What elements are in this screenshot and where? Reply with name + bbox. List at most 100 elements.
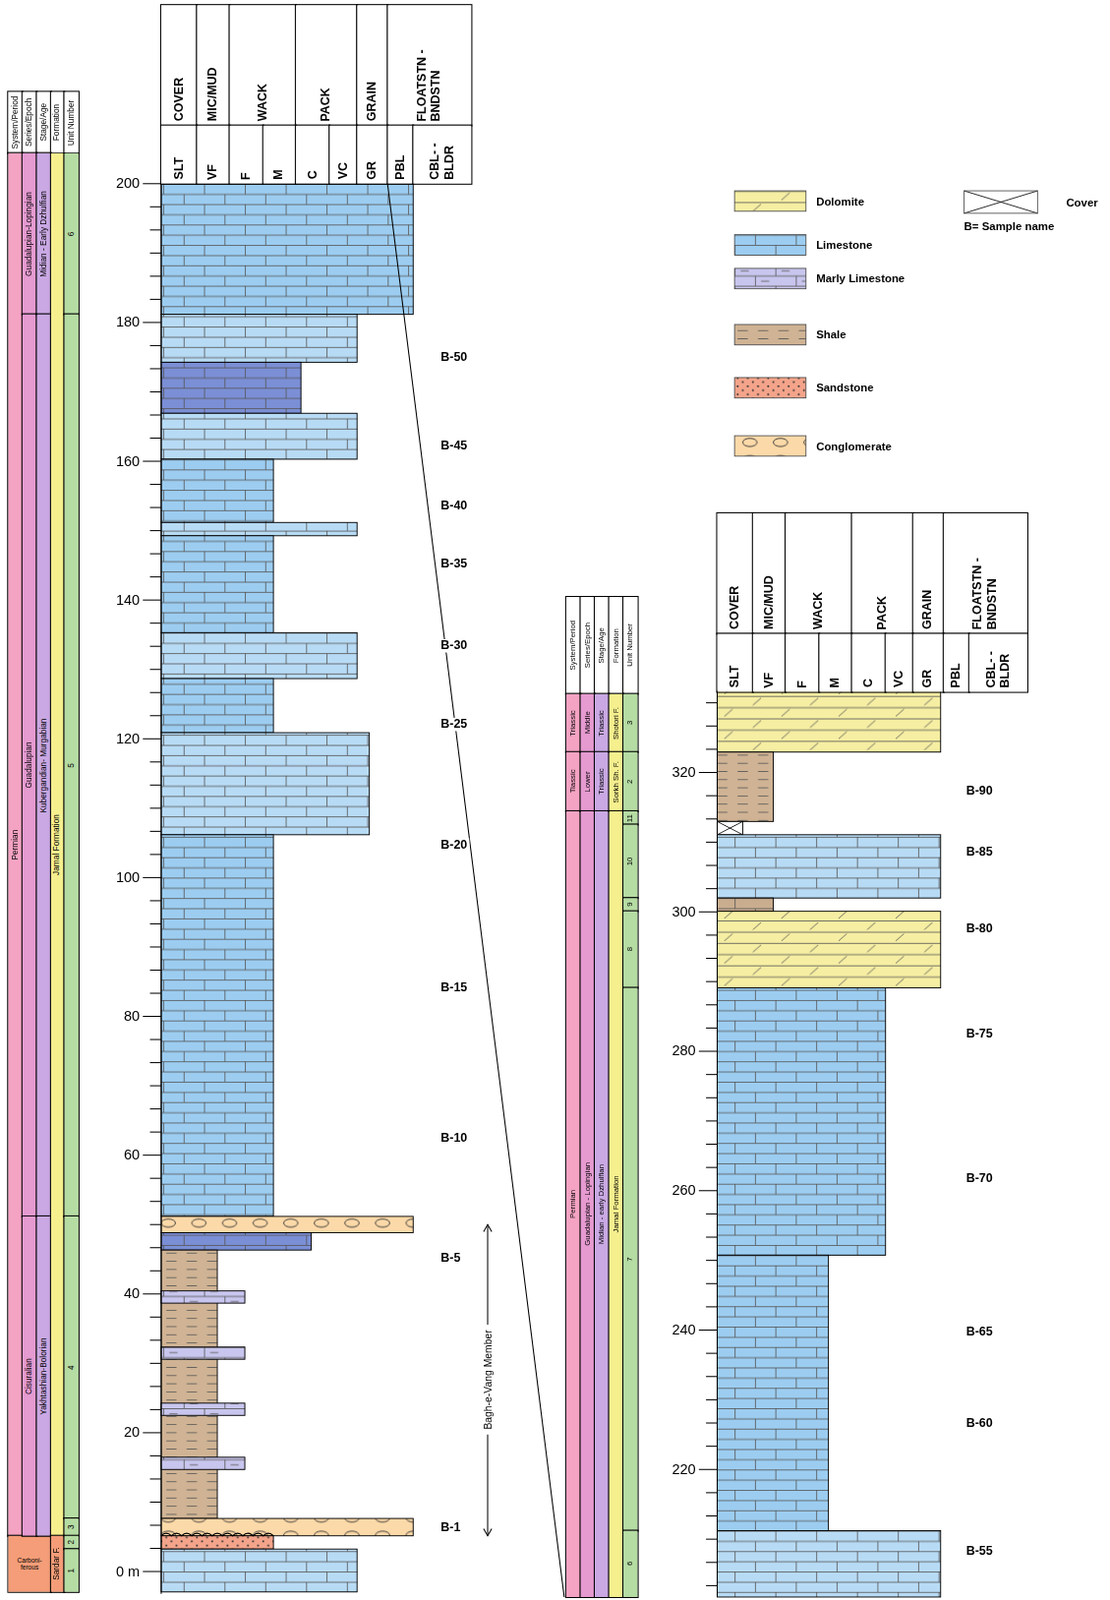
- bed-outline: [716, 1254, 828, 1530]
- bed-fill: [161, 412, 357, 460]
- grain-size-header: M: [263, 125, 296, 184]
- node-text: FLOATSTN -BNDSTN: [971, 526, 1000, 630]
- node-text: Formation: [611, 628, 621, 663]
- grain-size-header: VC: [885, 633, 914, 692]
- node-text: C: [862, 678, 877, 688]
- swatch-pattern: [734, 377, 807, 399]
- right-column: [716, 691, 940, 1597]
- node-text: M: [828, 677, 843, 688]
- node-text: 3: [626, 720, 636, 725]
- formation-band: Shotori F.: [608, 694, 624, 753]
- tick-mark: [150, 1177, 162, 1179]
- node-text: Sorkh Sh. F.: [611, 760, 621, 803]
- sample-label: B-30: [438, 639, 469, 653]
- unit-band: 11: [623, 811, 639, 824]
- node-text: Triassic: [597, 709, 607, 737]
- depth-label: 300: [671, 903, 696, 920]
- tick-mark: [705, 1305, 717, 1307]
- node-text: Tiassic: [569, 769, 579, 794]
- node-text: VF: [206, 164, 221, 180]
- legend-label: Limestone: [816, 238, 873, 252]
- tick-mark: [705, 1352, 717, 1354]
- bed-pattern: [161, 632, 357, 679]
- stage-band: Triassic: [594, 694, 610, 753]
- bed-outline: [716, 911, 940, 989]
- node-text: Stage/Age: [597, 627, 607, 663]
- bed-outline: [161, 632, 357, 679]
- tick-mark: [150, 1200, 162, 1202]
- grain-size-header: VF: [196, 125, 230, 184]
- bed-pattern: [161, 1402, 245, 1415]
- tick-mark: [705, 1119, 717, 1121]
- sample-label: B-85: [964, 845, 995, 860]
- stage-band: Kubergandian- Murgabian: [36, 314, 52, 1217]
- swatch-outline: [734, 190, 807, 212]
- bed-fill: [716, 897, 773, 911]
- tick-mark: [150, 1547, 162, 1549]
- texture-header: MIC/MUD: [753, 513, 786, 634]
- arrow-head: [483, 1224, 492, 1231]
- bed-fill: [161, 522, 357, 535]
- sample-label: B-1: [438, 1520, 463, 1535]
- tick-mark: [699, 1468, 718, 1470]
- node-text: Permian: [10, 828, 20, 860]
- bed-fill: [161, 535, 274, 634]
- bed-outline: [716, 987, 885, 1255]
- bed-pattern: [716, 1530, 940, 1597]
- node-text: Jamal Formation: [611, 1174, 621, 1232]
- cover-cross: [964, 190, 1039, 214]
- sample-label: B-55: [964, 1543, 995, 1558]
- tick-mark: [699, 1189, 718, 1191]
- bed-fill: [161, 361, 301, 413]
- bed-fill: [716, 820, 743, 834]
- sample-label: B-10: [438, 1130, 469, 1145]
- depth-label: 40: [123, 1285, 140, 1302]
- node-text: GRAIN: [365, 81, 380, 121]
- tick-mark: [142, 599, 162, 601]
- texture-header: GRAIN: [913, 513, 944, 634]
- arrow-shaft: [486, 1224, 488, 1325]
- bed-fill: [161, 1290, 245, 1303]
- legend-swatch: [734, 234, 807, 256]
- tick-mark: [150, 345, 162, 347]
- tick-mark: [150, 714, 162, 716]
- bed-pattern: [161, 522, 357, 535]
- unit-band: 10: [623, 823, 639, 898]
- bed-fill: [161, 1346, 245, 1359]
- depth-axis: [142, 183, 717, 1597]
- node-text: System/Period: [569, 620, 579, 671]
- bed-pattern: [161, 834, 274, 1217]
- bed-pattern: [161, 1216, 413, 1233]
- swatch-pattern: [734, 190, 807, 212]
- bed-pattern: [161, 678, 274, 733]
- texture-header: FLOATSTN -BNDSTN: [387, 4, 471, 125]
- tick-mark: [705, 887, 717, 889]
- tick-mark: [142, 182, 162, 184]
- bed-pattern: [716, 897, 773, 911]
- node-text: FLOATSTN -BNDSTN: [415, 19, 445, 122]
- unit-band: 7: [623, 987, 639, 1530]
- tick-mark: [705, 1283, 717, 1285]
- correlation-line: [387, 184, 565, 1597]
- bed-outline: [161, 1346, 245, 1359]
- bed-outline: [161, 678, 274, 733]
- node-text: 7: [626, 1256, 636, 1261]
- texture-header: GRAIN: [356, 4, 388, 125]
- depth-label: 160: [116, 453, 140, 469]
- bed-pattern: [716, 752, 773, 822]
- tick-mark: [150, 853, 162, 855]
- tick-mark: [150, 645, 162, 647]
- node-text: F: [239, 172, 254, 180]
- bed-pattern: [161, 1535, 274, 1549]
- bed-fill: [716, 691, 940, 753]
- texture-header: COVER: [716, 513, 753, 634]
- tick-mark: [142, 1015, 162, 1017]
- legend-swatch: [734, 268, 807, 290]
- node-text: Midian - early Dzhulfian: [597, 1164, 607, 1244]
- strat-header: Stage/Age: [36, 91, 52, 153]
- stage-band: Triassic: [594, 752, 610, 812]
- tick-mark: [150, 1270, 162, 1272]
- node-text: VC: [336, 162, 351, 179]
- swatch-outline: [734, 268, 807, 290]
- strat-header: Stage/Age: [594, 596, 610, 695]
